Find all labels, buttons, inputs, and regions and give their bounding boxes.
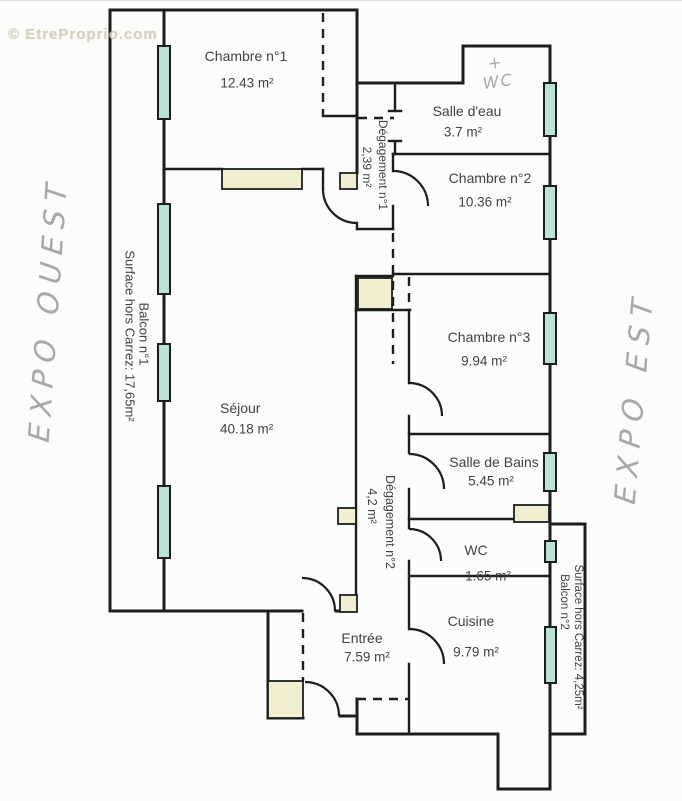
room-label-cuisine: Cuisine	[447, 613, 495, 629]
room-area-sejour: 40.18 m²	[220, 421, 274, 437]
closet	[267, 680, 304, 719]
wc-handwritten-annotation: + WC	[479, 51, 515, 93]
door-arc-sejour	[321, 188, 358, 225]
room-area-salle-eau: 3.7 m²	[443, 124, 483, 140]
door-arc-entrance	[304, 680, 341, 717]
windows	[157, 45, 557, 684]
room-area-chambre1: 12.43 m²	[220, 75, 274, 91]
door-arcs	[301, 169, 446, 717]
balcony1-surface-label: Surface hors Carrez: 17,65m²	[122, 250, 138, 422]
room-area-cuisine: 9.79 m²	[453, 644, 499, 660]
room-label-degagement2: Dégagement n°2	[383, 475, 397, 569]
room-label-sejour: Séjour	[220, 400, 261, 416]
wc-plus-sign: +	[486, 52, 505, 74]
room-label-entree: Entrée	[341, 630, 383, 646]
room-area-chambre2: 10.36 m²	[458, 194, 512, 210]
balcony1-label: Balcon n°1	[136, 302, 152, 366]
room-area-salle-de-bains: 5.45 m²	[468, 473, 514, 489]
closet	[337, 507, 357, 525]
room-area-degagement1: 2,39 m²	[360, 146, 374, 188]
window	[544, 626, 557, 684]
window	[157, 45, 171, 120]
balcony2-label: Balcon n°2	[558, 574, 570, 630]
door-arc-cuisine	[408, 627, 446, 665]
window	[544, 540, 557, 563]
room-area-chambre3: 9.94 m²	[461, 353, 507, 369]
closet	[221, 168, 303, 190]
room-area-degagement2: 4,2 m²	[365, 488, 379, 524]
window	[157, 203, 171, 295]
window	[543, 312, 557, 365]
closets	[221, 168, 550, 719]
room-label-chambre1: Chambre n°1	[204, 48, 288, 64]
room-label-wc: WC	[464, 542, 488, 558]
window	[157, 343, 171, 402]
room-label-degagement1: Dégagement n°1	[376, 119, 390, 211]
walls	[108, 8, 587, 791]
window	[543, 185, 557, 240]
room-area-wc: 1.65 m²	[465, 568, 511, 584]
balcony2-surface-label: Surface hors Carrez: 4,25m²	[572, 564, 584, 710]
closet	[339, 172, 358, 190]
door-arc-bains	[408, 452, 446, 490]
room-label-chambre3: Chambre n°3	[447, 329, 531, 345]
door-arc-chambre3	[408, 381, 444, 417]
closet	[513, 504, 550, 523]
room-label-salle-eau: Salle d'eau	[432, 103, 502, 119]
door-arc-entree	[301, 576, 337, 612]
door-arc-wc	[408, 527, 443, 562]
room-area-entree: 7.59 m²	[344, 649, 390, 665]
dashed-openings	[301, 13, 411, 701]
closet	[339, 594, 358, 613]
door-arc-chambre2	[392, 169, 430, 207]
closet	[357, 277, 393, 310]
window	[157, 485, 171, 559]
room-label-chambre2: Chambre n°2	[448, 170, 532, 186]
watermark: © EtreProprio.com	[8, 26, 158, 43]
window	[543, 82, 557, 137]
room-label-salle-de-bains: Salle de Bains	[449, 454, 539, 470]
window	[543, 452, 557, 492]
